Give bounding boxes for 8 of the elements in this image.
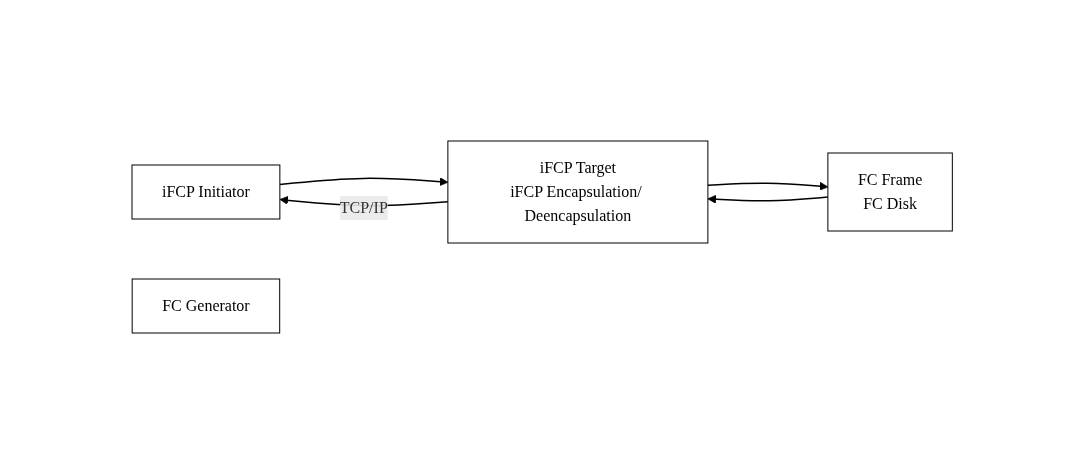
node-box: FC Generator	[131, 278, 280, 333]
node-box: iFCP Initiator	[131, 164, 281, 219]
arrow	[707, 194, 829, 204]
node-box: iFCP Target iFCP Encapsulation/ Deencapsulation	[447, 140, 709, 243]
arrow	[706, 181, 829, 191]
arrow	[278, 176, 449, 186]
edge-label: TCP/IP	[339, 198, 388, 216]
node-box: FC Frame FC Disk	[827, 152, 953, 231]
